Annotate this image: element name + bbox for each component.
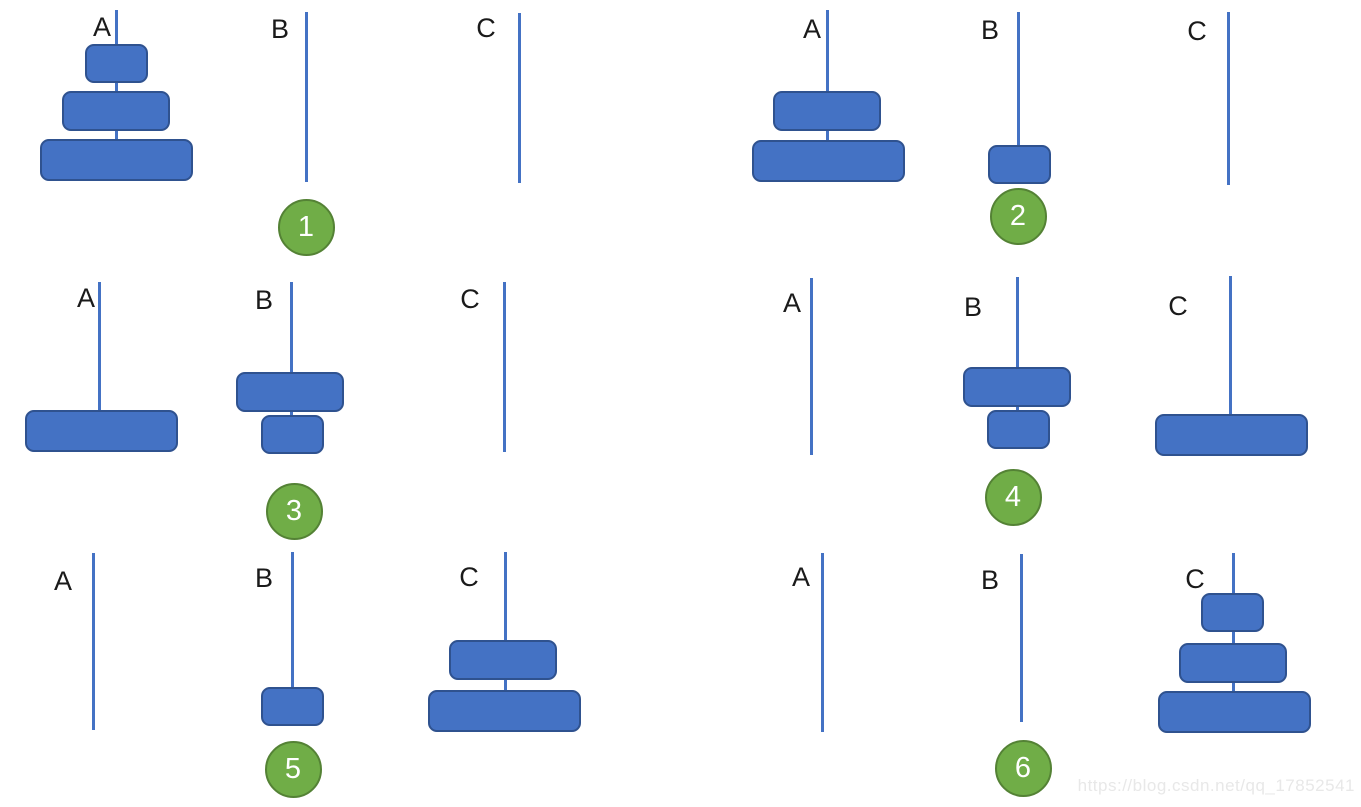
disk-large: [39, 139, 193, 181]
peg-label-C: C: [1168, 291, 1188, 321]
watermark: https://blog.csdn.net/qq_17852541: [1077, 776, 1355, 795]
peg-line-A: [97, 282, 101, 430]
peg-line-C: [517, 13, 521, 183]
disk-medium: [449, 640, 557, 680]
disk-medium: [773, 91, 881, 131]
peg-line-A: [825, 10, 829, 178]
disk-small: [986, 410, 1050, 449]
peg-line-B: [289, 282, 293, 430]
peg-label-A: A: [802, 14, 822, 44]
peg-line-B: [1016, 12, 1020, 160]
disk-small: [84, 44, 148, 83]
disk-medium: [1179, 643, 1287, 683]
peg-line-B: [1019, 554, 1023, 722]
peg-line-B: [290, 552, 294, 700]
disk-small: [260, 415, 324, 454]
step-badge-4: 4: [984, 468, 1042, 526]
peg-line-C: [502, 282, 506, 452]
peg-label-C: C: [460, 284, 480, 314]
disk-medium: [236, 372, 344, 412]
peg-label-B: B: [254, 563, 274, 593]
peg-line-C: [1231, 553, 1235, 700]
peg-label-A: A: [76, 283, 96, 313]
peg-label-B: B: [963, 292, 983, 322]
step-badge-6: 6: [994, 739, 1052, 797]
step-badge-5: 5: [264, 740, 322, 798]
peg-line-C: [1226, 12, 1230, 185]
step-badge-3: 3: [265, 482, 323, 540]
disk-small: [260, 687, 324, 726]
disk-large: [751, 140, 905, 182]
peg-label-C: C: [476, 13, 496, 43]
peg-label-A: A: [791, 562, 811, 592]
peg-label-C: C: [1187, 16, 1207, 46]
disk-small: [987, 145, 1051, 184]
peg-line-A: [820, 553, 824, 732]
peg-label-B: B: [254, 285, 274, 315]
disk-medium: [963, 367, 1071, 407]
peg-line-C: [503, 552, 507, 700]
disk-large: [1157, 691, 1311, 733]
peg-line-C: [1228, 276, 1232, 430]
step-badge-2: 2: [989, 187, 1047, 245]
peg-label-A: A: [92, 12, 112, 42]
peg-line-A: [91, 553, 95, 730]
disk-large: [1154, 414, 1308, 456]
disk-small: [1200, 593, 1264, 632]
peg-line-A: [809, 278, 813, 455]
peg-label-C: C: [1185, 564, 1205, 594]
peg-label-C: C: [459, 562, 479, 592]
peg-line-B: [304, 12, 308, 182]
peg-label-B: B: [980, 565, 1000, 595]
peg-label-B: B: [980, 15, 1000, 45]
peg-line-B: [1015, 277, 1019, 430]
peg-label-A: A: [782, 288, 802, 318]
peg-label-A: A: [53, 566, 73, 596]
step-badge-1: 1: [277, 198, 335, 256]
peg-label-B: B: [270, 14, 290, 44]
peg-line-A: [114, 10, 118, 178]
disk-large: [427, 690, 581, 732]
disk-large: [24, 410, 178, 452]
disk-medium: [62, 91, 170, 131]
